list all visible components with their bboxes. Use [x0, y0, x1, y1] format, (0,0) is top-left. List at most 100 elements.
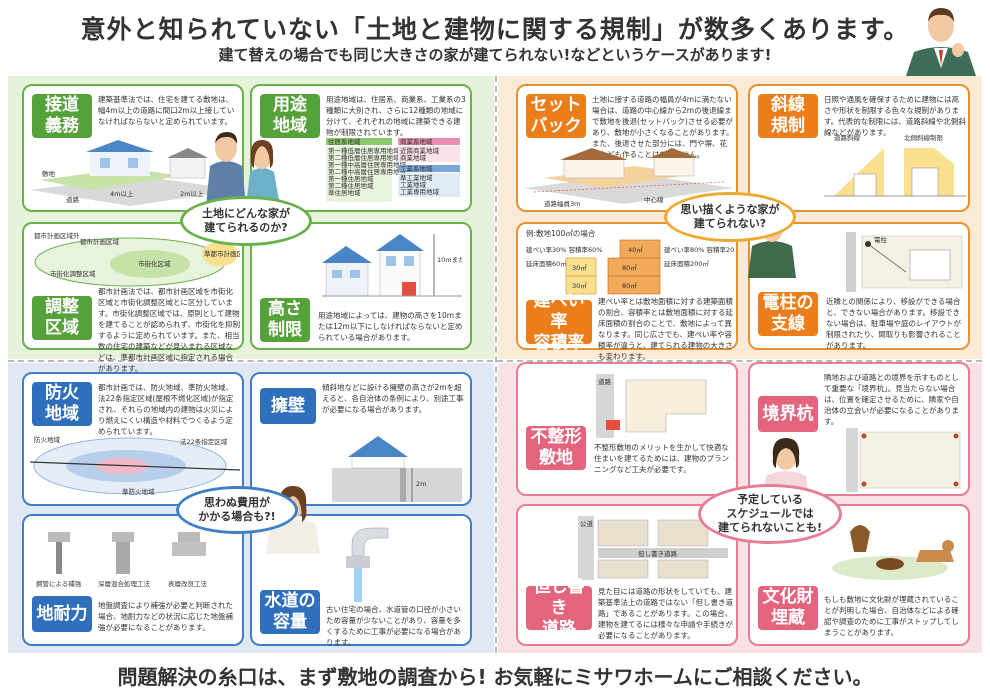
card-jitairyoku-label: 地耐力: [32, 596, 92, 632]
card-yoto-desc: 用途地域は、住居系、商業系、工業系の3種類に大別され、さらに12種類の地域に分け…: [326, 95, 466, 137]
bubble-orange: 思い描くような家が 建てられない?: [664, 192, 796, 242]
card-yoheki-label: 擁壁: [260, 388, 316, 424]
road-width-3m: 道路幅員3m: [544, 199, 580, 208]
card-denchu-label: 電柱の 支線: [758, 292, 818, 336]
commercial-2: 商業地域: [400, 153, 427, 162]
card-jitairyoku-desc: 地盤調査により補強が必要と判断された場合、地耐力などの状況に応じた地盤補強が必要…: [98, 601, 233, 632]
card-setsudo: 接道 義務 建築基準法では、住宅を建てる敷地は、幅4m以上の道路に間口2m以上接…: [22, 84, 244, 212]
card-bunkazai-desc: もしも敷地に文化財が埋蔵されていることが判明した場合、自治体などによる確認や調査…: [824, 595, 959, 637]
card-yoto-label: 用途 地域: [260, 94, 320, 138]
card-shasen-desc: 日照や通風を確保するために建物には高さや形状を制限する色々な規制があります。代表…: [824, 95, 966, 137]
card-setsudo-label: 接道 義務: [32, 94, 92, 138]
industrial-3: 工業専用地域: [400, 187, 440, 196]
bubble-pink: 予定している スケジュールでは 建てられないことも!: [698, 484, 842, 544]
urbanize-label: 市街化区域: [138, 259, 171, 268]
irregular-lot-diagram: 道路: [596, 374, 707, 438]
zone-1: 第一種低層住居専用地域: [328, 146, 400, 155]
area30b: 30㎡: [572, 281, 587, 290]
card-kenpei: 例:敷地100㎡の場合 建ぺい率30% 容積率60% 延床面積60㎡ 30㎡ 3…: [516, 222, 738, 361]
card-setsudo-desc: 建築基準法では、住宅を建てる敷地は、幅4m以上の道路に間口2m以上接していなけれ…: [98, 95, 235, 126]
card-tadashigaki-label: 但し書き 道路: [526, 577, 592, 639]
fire-zone-label: 防火地域: [34, 435, 61, 444]
control-label: 市街化調整区域: [50, 269, 96, 278]
foundation-pile-diagram: 鋼管による補強 深層混合処理工法 表層改良工法: [36, 532, 208, 588]
vertical-divider: [495, 76, 497, 653]
area30a: 30㎡: [572, 263, 587, 272]
ratio-right: 建ぺい率80% 容積率200%: [664, 245, 734, 254]
industrial-2: 工業地域: [400, 180, 427, 189]
businessman-illustration: [906, 8, 976, 76]
footer-message: 問題解決の糸口は、まず敷地の調査から! お気軽にミサワホームにご相談ください。: [117, 665, 873, 689]
card-setback: セット バック 土地に接する道路の幅員が4mに満たない場合は、道路の中心線から2…: [516, 84, 738, 212]
card-fuseikei-label: 不整形 敷地: [526, 426, 586, 470]
city-area-label: 都市計画区域外: [34, 231, 80, 240]
zone-7: 準住居地域: [328, 188, 361, 197]
wall-2m-label: 2m: [416, 480, 426, 488]
card-kyokaigui-desc: 隣地および道路との境界を示すものとして重要な「境界杭」。見当たらない場合は、位置…: [824, 373, 959, 426]
zoning-table: 住居系地域 第一種低層住居専用地域 第二種低層住居専用地域 第一種中高層住居専用…: [326, 138, 460, 202]
fire-zone-map: 防火地域 準防火地域 法22条指定区域: [30, 435, 240, 496]
retaining-wall-diagram: 2m: [332, 436, 462, 502]
center-line-label: 中心線: [644, 195, 664, 204]
road-label: 道路: [66, 195, 80, 204]
coverage-ratio-diagram: 建ぺい率30% 容積率60% 延床面積60㎡ 30㎡ 30㎡ 40㎡ 80㎡ 8…: [526, 239, 734, 295]
area80b: 80㎡: [622, 281, 637, 290]
area-note: 例:敷地100㎡の場合: [526, 229, 596, 238]
card-bunkazai-label: 文化財 埋蔵: [758, 586, 818, 630]
couple-illustration: [206, 132, 280, 206]
odd-road-label: 道路: [598, 377, 612, 386]
setback-diagram: 道路幅員3m 中心線: [524, 148, 734, 208]
height-limit-diagram: 10mまたは12m: [322, 234, 462, 297]
bubble-blue: 思わぬ費用が かかる場合も?!: [176, 486, 298, 534]
zone-header: 住居系地域: [328, 138, 361, 146]
page-title: 意外と知られていない「土地と建物に関する規制」が数多くあります。: [80, 15, 910, 44]
slant-regulation-diagram: 道路斜線 北側斜線制限: [824, 134, 966, 197]
card-yoto: 用途 地域 用途地域は、住居系、商業系、工業系の3種類に大別され、さらに12種類…: [250, 84, 472, 212]
card-jitairyoku: 鋼管による補強 深層混合処理工法 表層改良工法 地耐力 地盤調査により補強が必要…: [22, 514, 244, 646]
card-yoheki: 擁壁 傾斜地などに設ける擁壁の高さが2mを超えると、各自治体の条例により、別途工…: [250, 372, 472, 506]
north-slant-label: 北側斜線制限: [904, 134, 944, 142]
card-kenpei-label: 建ぺい率 容積率: [526, 291, 592, 353]
urban-planning-map: 都市計画区域外 都市計画区域 市街化区域 市街化調整区域 準都市計画区域: [34, 231, 240, 287]
card-takasa-desc: 用途地域によっては、建物の高さを10mまたは12m以下にしなければならないと定め…: [318, 311, 463, 342]
card-suido-label: 水道の 容量: [260, 590, 320, 634]
page-subtitle: 建て替えの場合でも同じ大きさの家が建てられない!などというケースがあります!: [218, 46, 772, 64]
card-kyokaigui-label: 境界杭: [758, 396, 818, 432]
card-denchu-desc: 近隣との関係により、移設ができる場合と、できない場合があります。移設できない場合…: [826, 297, 961, 350]
road-access-diagram: 道路 4m以上 2m以上 敷地: [30, 140, 240, 206]
card-boka: 防火 地域 都市計画では、防火地域、準防火地域、法22条指定区域(屋根不燃化区域…: [22, 372, 244, 506]
zone-3: 第一種中高層住居専用地域: [328, 160, 407, 169]
site-label: 敷地: [42, 169, 56, 178]
zone-4: 第二種中高層住居専用地域: [328, 167, 407, 176]
area40: 40㎡: [628, 245, 643, 254]
city-plan-label: 都市計画区域: [80, 237, 120, 246]
ratio-left: 建ぺい率30% 容積率60%: [526, 245, 602, 254]
utility-pole-diagram: 電柱: [846, 232, 963, 292]
industrial-1: 準工業地域: [400, 173, 433, 182]
law22-label: 法22条指定区域: [180, 437, 228, 446]
tadashi-road-label: 但し書き道路: [638, 549, 678, 558]
pile1-label: 鋼管による補強: [36, 579, 82, 588]
floor-right: 延床面積200㎡: [664, 259, 709, 268]
excavation-illustration: [832, 525, 954, 580]
card-kenpei-desc: 建ぺい率とは敷地面積に対する建築面積の割合、容積率とは敷地面積に対する延床面積の…: [598, 297, 733, 361]
industrial-header: 工業系地域: [400, 164, 433, 173]
card-tadashigaki-desc: 見た目には道路の形状をしていても、建築基準法上の道路ではない「但し書き道路」であ…: [598, 587, 733, 640]
card-tadashigaki: 公道 但し書き道路 但し書き 道路 見た目には道路の形状をしていても、建築基準法…: [516, 504, 738, 646]
frontage-label: 2m以上: [180, 189, 204, 198]
commercial-1: 近隣商業地域: [400, 146, 440, 155]
floor-left: 延床面積60㎡: [526, 259, 567, 268]
card-fuseikei-desc: 不整形敷地のメリットを生かして快適な住まいを建てるためには、建物のプランニングな…: [594, 443, 729, 474]
commercial-header: 商業系地域: [400, 138, 433, 146]
proviso-road-diagram: 公道 但し書き道路: [578, 516, 728, 580]
public-road-label: 公道: [580, 519, 594, 528]
card-boka-desc: 都市計画では、防火地域、準防火地域、法22条指定区域(屋根不燃化区域)が指定され…: [98, 383, 234, 436]
card-setback-desc: 土地に接する道路の幅員が4mに満たない場合は、道路の中心線から2mの後退線まで敷…: [592, 95, 734, 159]
height-label: 10mまたは12m: [437, 256, 462, 264]
card-chosei-desc: 都市計画法では、都市計画区域を市街化区域と市街化調整区域とに区分しています。市街…: [98, 287, 240, 373]
quasi-fire-label: 準防火地域: [122, 487, 155, 496]
card-suido-desc: 古い住宅の場合、水道管の口径が小さいため容量が少ないことがあり、容量を多くするた…: [326, 605, 461, 647]
bubble-green: 土地にどんな家が 建てられるのか?: [180, 196, 312, 246]
card-shasen: 斜線 規制 日照や通風を確保するために建物には高さや形状を制限する色々な規制があ…: [748, 84, 970, 212]
road-width-label: 4m以上: [110, 189, 134, 198]
